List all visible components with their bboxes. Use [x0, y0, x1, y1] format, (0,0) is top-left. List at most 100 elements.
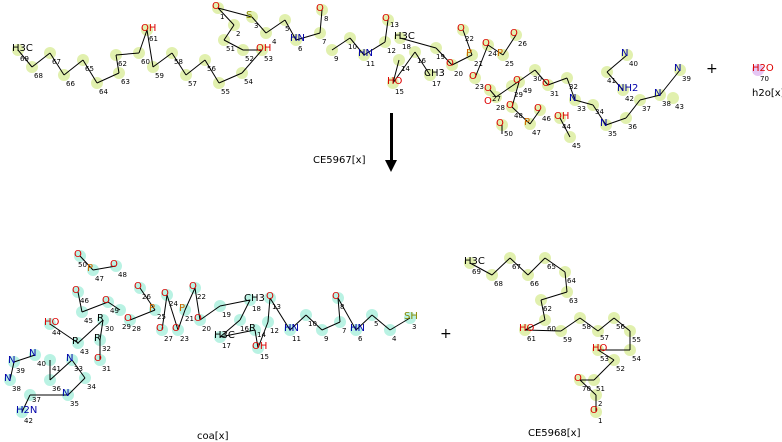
ce5967-atom-number: 16 [417, 57, 426, 65]
coa-atom-symbol: R [72, 336, 79, 347]
ce5967-atom-number: 63 [121, 78, 130, 86]
ce5968-atom-number: 63 [569, 297, 578, 305]
ce5967-atom-symbol: HN [358, 48, 373, 59]
coa-atom-symbol: N [66, 353, 74, 364]
ce5967-bond [625, 99, 641, 119]
coa-atom-number: 46 [80, 297, 89, 305]
coa-bond [161, 294, 168, 331]
coa-bond [267, 297, 271, 323]
ce5967-bond [502, 34, 517, 56]
coa-atom-symbol: OH [252, 341, 268, 352]
coa-bond [321, 321, 341, 331]
ce5968-atom-number: 53 [600, 355, 609, 363]
ce5967-bond [204, 59, 220, 84]
coa-bond [371, 314, 391, 331]
coa-atom-number: 38 [12, 385, 21, 393]
coa-atom-number: 10 [308, 320, 317, 328]
ce5967-atom-number: 18 [402, 43, 411, 51]
coa-bond [239, 299, 251, 321]
coa-atom-symbol: O [134, 281, 142, 292]
ce5967-atom-number: 35 [608, 130, 617, 138]
ce5968-bond [597, 349, 615, 361]
coa-bond [355, 314, 373, 331]
ce5967-atom-symbol: O [446, 58, 454, 69]
ce5967-atom-number: 7 [322, 38, 327, 46]
ce5967-atom-number: 57 [188, 80, 197, 88]
coa-bond [337, 297, 357, 331]
ce5967-atom-number: 65 [85, 65, 94, 73]
coa-atom-number: 39 [16, 367, 25, 375]
ce5967-atom-symbol: O [484, 83, 492, 94]
coa-bond [219, 329, 256, 338]
ce5968-atom-number: 69 [472, 268, 481, 276]
ce5967-atom-symbol: S [246, 10, 253, 21]
ce5968-bond [593, 359, 615, 381]
coa-atom-symbol: N [4, 373, 12, 384]
ce5967-atom-symbol: OH [141, 23, 157, 34]
coa-bond [199, 305, 221, 321]
coa-atom-number: 49 [110, 307, 119, 315]
ce5967-atom-number: 55 [221, 88, 230, 96]
ce5967-atom-number: 61 [149, 35, 158, 43]
coa-atom-number: 11 [292, 335, 301, 343]
coa-atom-symbol: O [189, 281, 197, 292]
ce5967-atom-number: 51 [226, 45, 235, 53]
ce5967-atom-number: 6 [298, 45, 303, 53]
coa-atom-number: 26 [142, 293, 151, 301]
ce5967-atom-symbol: P [524, 117, 531, 128]
coa-bond [77, 319, 104, 344]
ce5967-atom-number: 21 [474, 60, 483, 68]
plus-sign-bottom: + [440, 326, 452, 342]
coa-atom-number: 34 [87, 383, 96, 391]
ce5967-atom-number: 19 [436, 53, 445, 61]
ce5968-atom-symbol: O [590, 405, 598, 416]
ce5967-atom-number: 64 [99, 88, 108, 96]
ce5968-atom-number: 57 [600, 334, 609, 342]
ce5968-atom-number: 67 [512, 263, 521, 271]
ce5967-bond [115, 54, 120, 74]
ce5968-bond [579, 379, 597, 396]
ce5967-atom-number: 24 [488, 50, 497, 58]
ce5967-atom-number: 68 [34, 72, 43, 80]
ce5968-bond [469, 262, 493, 276]
ce5967-atom-number: 30 [533, 75, 542, 83]
h2o-atom-number: 70 [760, 75, 769, 83]
coa-atom-number: 33 [74, 365, 83, 373]
coa-atom-number: 16 [240, 325, 249, 333]
coa-bond [254, 329, 259, 349]
ce5967-atom-symbol: H3C [394, 31, 415, 42]
ce5967-bond [17, 49, 33, 68]
ce5967-atom-number: 22 [465, 35, 474, 43]
ce5967-atom-number: 38 [662, 100, 671, 108]
ce5968-atom-symbol: HO [519, 323, 535, 334]
coa-bond [79, 255, 94, 271]
coa-atom-symbol: O [110, 259, 118, 270]
ce5967-atom-number: 58 [174, 58, 183, 66]
coa-bond [107, 301, 121, 311]
coa-atom-symbol: O [172, 323, 180, 334]
ce5968-bond [613, 317, 631, 332]
plus-sign-top: + [706, 61, 718, 77]
coa-atom-number: 29 [122, 323, 131, 331]
ce5967-bond [511, 69, 536, 87]
ce5967-atom-number: 69 [20, 55, 29, 63]
ce5967-atom-number: 26 [518, 40, 527, 48]
ce5967-atom-number: 44 [562, 123, 571, 131]
ce5967-bond [605, 117, 627, 126]
ce5967-atom-number: 20 [454, 70, 463, 78]
ce5967-atom-number: 43 [675, 103, 684, 111]
ce5967-atom-number: 5 [285, 25, 290, 33]
ce5967-atom-number: 4 [272, 38, 277, 46]
coa-atom-symbol: H2N [16, 405, 38, 416]
ce5967-atom-symbol: O [382, 13, 390, 24]
reaction-arrow [390, 113, 393, 161]
ce5967-atom-symbol: O [513, 75, 521, 86]
coa-bond [389, 317, 411, 331]
coa-bond [139, 287, 156, 311]
coa-atom-symbol: O [332, 291, 340, 302]
coa-atom-symbol: N [8, 355, 16, 366]
coa-atom-number: 13 [272, 303, 281, 311]
ce5968-atom-number: 54 [632, 355, 641, 363]
